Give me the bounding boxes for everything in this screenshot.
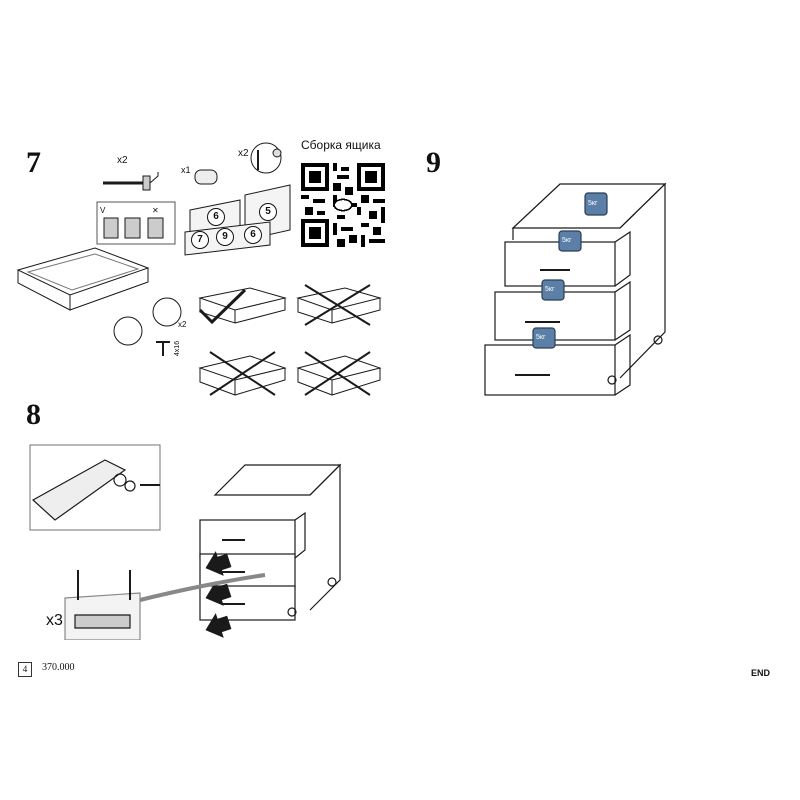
- qty-screw-label: x2: [117, 155, 128, 166]
- handle-multiplier: x3: [46, 612, 63, 629]
- step9-cabinet: [484, 182, 667, 396]
- step-number-8: 8: [26, 398, 41, 431]
- weight-label-1: 5кг: [562, 237, 572, 244]
- page-number: 4: [18, 662, 32, 677]
- drawer-check-wrong-3: [296, 351, 382, 396]
- weight-label-2: 5кг: [545, 286, 555, 293]
- hardware-detail: [113, 297, 182, 356]
- svg-text:✕: ✕: [152, 206, 159, 215]
- model-code: 370.000: [42, 662, 75, 673]
- end-label: END: [751, 668, 771, 678]
- part-number-7: 7: [191, 231, 209, 249]
- drawer-check-wrong-2: [198, 351, 287, 396]
- qr-title: Сборка ящика: [301, 138, 381, 152]
- qty-cam-label: x2: [238, 148, 249, 159]
- drawer-check-wrong-1: [296, 284, 382, 326]
- cam-bolt-icon: [250, 142, 282, 174]
- qty-dowel-label: x1: [181, 165, 191, 175]
- tool-instruction-icons: V ✕: [96, 201, 176, 245]
- weight-label-top: 5кг: [588, 200, 598, 207]
- part-number-5: 5: [259, 203, 277, 221]
- qty-small-screw-label: x2: [178, 320, 187, 329]
- step-number-7: 7: [26, 146, 41, 179]
- part-number-6b: 6: [244, 226, 262, 244]
- drawer-check-correct: [198, 287, 287, 325]
- step-number-9: 9: [426, 146, 441, 179]
- drawer-box: [16, 247, 150, 311]
- svg-text:V: V: [100, 206, 106, 215]
- step7-illustration: V ✕: [16, 142, 382, 396]
- part-number-9: 9: [216, 228, 234, 246]
- dowel-icon: [194, 169, 218, 185]
- part-number-6a: 6: [207, 208, 225, 226]
- weight-label-3: 5кг: [536, 334, 546, 341]
- screw-size-label: 4x16: [174, 340, 182, 357]
- qr-code[interactable]: [301, 163, 385, 247]
- step8-illustration: [29, 444, 342, 640]
- screw-icon: [103, 172, 159, 191]
